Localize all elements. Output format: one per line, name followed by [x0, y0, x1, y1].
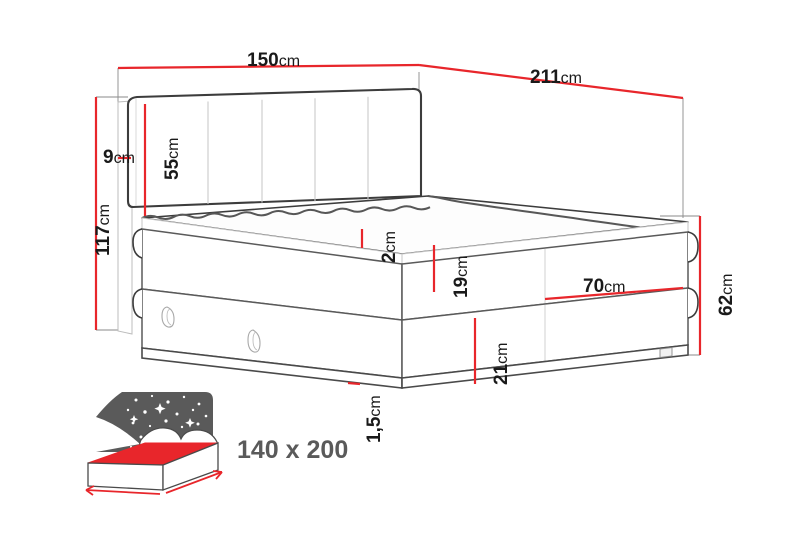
label-150cm: 150cm — [247, 51, 300, 70]
dimline-1-5 — [347, 381, 361, 386]
label-117cm-number: 117 — [93, 225, 114, 256]
label-21cm-unit: cm — [494, 342, 511, 364]
label-55cm-number: 55 — [162, 158, 183, 180]
label-70cm: 70cm — [583, 277, 625, 296]
label-62cm-unit: cm — [719, 273, 736, 295]
label-2cm-number: 2 — [379, 252, 400, 263]
label-211cm: 211cm — [530, 68, 582, 87]
headboard — [117, 87, 423, 335]
dimline-70 — [544, 286, 684, 301]
label-150cm-number: 150 — [247, 50, 279, 71]
label-55cm-unit: cm — [165, 137, 182, 159]
label-21cm: 21cm — [491, 342, 512, 385]
label-211cm-number: 211 — [530, 67, 561, 88]
label-1-5cm-unit: cm — [367, 395, 384, 417]
mattress-night-icon — [85, 392, 223, 496]
label-117cm: 117cm — [93, 204, 114, 256]
label-62cm-number: 62 — [716, 294, 737, 316]
label-117cm-unit: cm — [96, 204, 113, 226]
label-211cm-unit: cm — [560, 70, 582, 87]
label-19cm: 19cm — [451, 255, 472, 298]
label-9cm-number: 9 — [103, 147, 114, 168]
label-70cm-number: 70 — [583, 276, 605, 297]
label-21cm-number: 21 — [491, 363, 512, 385]
label-1-5cm: 1,5cm — [364, 395, 385, 443]
label-2cm: 2cm — [379, 231, 400, 263]
label-9cm-unit: cm — [113, 150, 135, 167]
label-9cm: 9cm — [103, 148, 135, 167]
label-70cm-unit: cm — [604, 279, 626, 296]
dimension-lines — [94, 63, 702, 386]
label-150cm-unit: cm — [278, 53, 301, 70]
label-2cm-unit: cm — [382, 231, 399, 253]
label-19cm-unit: cm — [454, 255, 471, 277]
label-1-5cm-number: 1,5 — [364, 416, 385, 443]
bed-feet — [141, 344, 689, 389]
label-62cm: 62cm — [716, 273, 737, 316]
label-19cm-number: 19 — [451, 276, 472, 298]
dimline-150 — [117, 63, 420, 70]
label-55cm: 55cm — [162, 137, 183, 180]
mattress-size-label: 140 x 200 — [237, 436, 349, 464]
dimline-211 — [418, 63, 684, 100]
